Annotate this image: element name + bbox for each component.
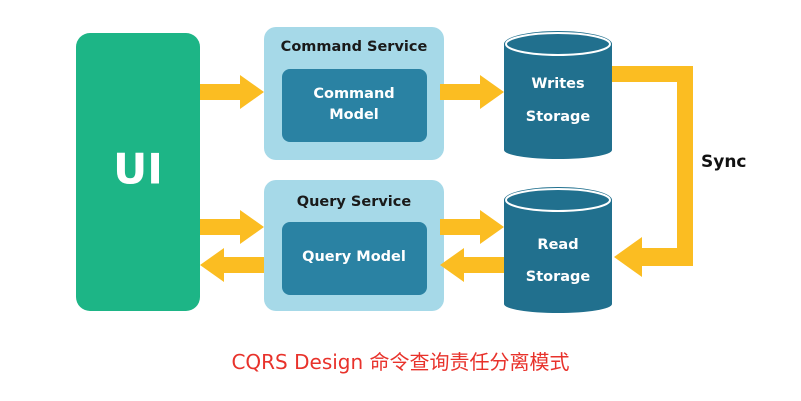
sync-label: Sync [701,152,747,172]
arrow-ui-to-query-service [200,210,264,244]
read-storage-line2: Storage [526,269,591,285]
query-service-title: Query Service [297,194,412,210]
writes-storage-line1: Writes [531,76,584,92]
query-model-box[interactable] [282,222,427,295]
arrow-ui-to-command-service [200,75,264,109]
command-model-label-line2: Model [329,107,379,123]
command-model-label-line1: Command [313,86,394,102]
arrow-read-storage-to-query-model [440,248,504,282]
writes-storage-cylinder[interactable] [504,31,612,159]
read-storage-cylinder[interactable] [504,187,612,313]
command-model-box[interactable] [282,69,427,142]
read-storage-line1: Read [537,237,578,253]
arrow-command-model-to-writes-storage [440,75,504,109]
arrow-query-service-to-ui [200,248,264,282]
ui-block[interactable] [76,33,200,311]
arrow-query-model-to-read-storage [440,210,504,244]
command-service-title: Command Service [281,39,428,55]
arrow-sync-writes-to-read [612,66,693,277]
query-model-label: Query Model [302,249,406,265]
ui-label: UI [113,145,163,194]
writes-storage-line2: Storage [526,109,591,125]
diagram-caption: CQRS Design 命令查询责任分离模式 [231,350,570,374]
